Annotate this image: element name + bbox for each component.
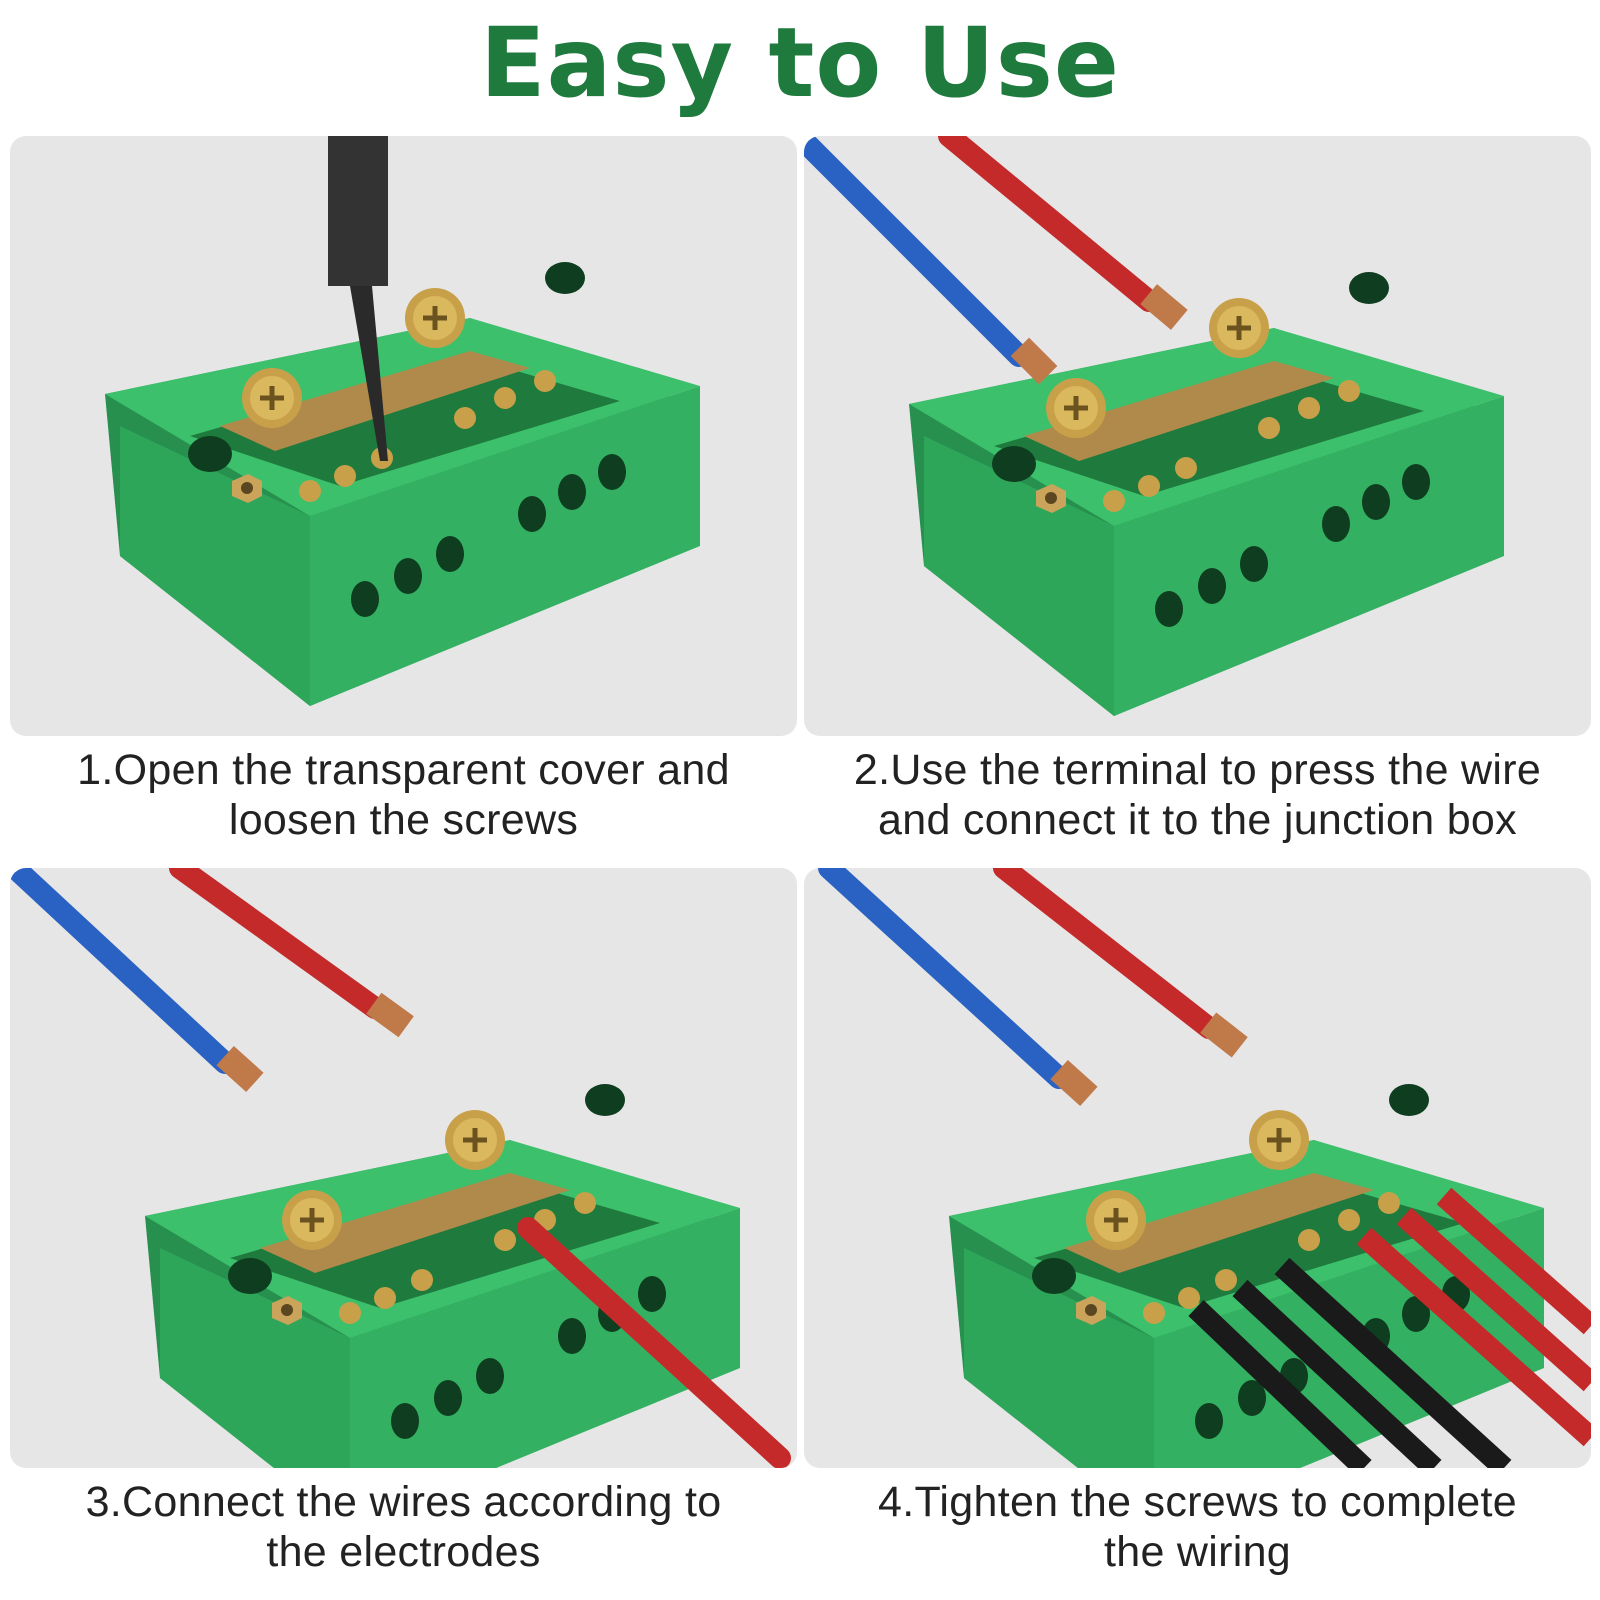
step-2-caption: 2.Use the terminal to press the wire and… — [804, 745, 1591, 845]
step-3-line-2: the electrodes — [266, 1528, 541, 1576]
blue-wire — [804, 136, 1030, 367]
step-4-image — [804, 868, 1591, 1468]
step-4-line-1: 4.Tighten the screws to complete — [878, 1478, 1517, 1526]
red-wire-a — [1356, 1227, 1591, 1447]
red-wire — [993, 868, 1220, 1039]
step-3-line-1: 3.Connect the wires according to — [85, 1478, 722, 1526]
step-1-caption: 1.Open the transparent cover and loosen … — [10, 745, 797, 845]
black-wire-2 — [1232, 1279, 1442, 1468]
red-wire — [938, 136, 1160, 312]
screwdriver-handle — [328, 136, 388, 286]
blue-wire — [818, 868, 1070, 1089]
step-4-caption: 4.Tighten the screws to complete the wir… — [804, 1477, 1591, 1577]
step-4-line-2: the wiring — [1103, 1528, 1292, 1576]
step-3-caption: 3.Connect the wires according to the ele… — [10, 1477, 797, 1577]
blue-wire — [10, 868, 236, 1074]
red-wire-c — [1436, 1187, 1591, 1335]
step-2-line-1: 2.Use the terminal to press the wire — [853, 746, 1542, 794]
screwdriver-shaft — [350, 286, 388, 461]
step-1-image — [10, 136, 797, 736]
step-1-line-2: loosen the screws — [228, 796, 579, 844]
step-2-image — [804, 136, 1591, 736]
page-title: Easy to Use — [480, 7, 1120, 119]
black-wire-1 — [1188, 1300, 1372, 1468]
black-wire-3 — [1274, 1257, 1512, 1468]
red-wire-inserted — [517, 1217, 791, 1468]
step-2-line-2: and connect it to the junction box — [878, 796, 1517, 844]
step-1-line-1: 1.Open the transparent cover and — [77, 746, 730, 794]
red-wire-b — [1396, 1207, 1591, 1392]
red-wire — [169, 868, 386, 1019]
step-3-image — [10, 868, 797, 1468]
